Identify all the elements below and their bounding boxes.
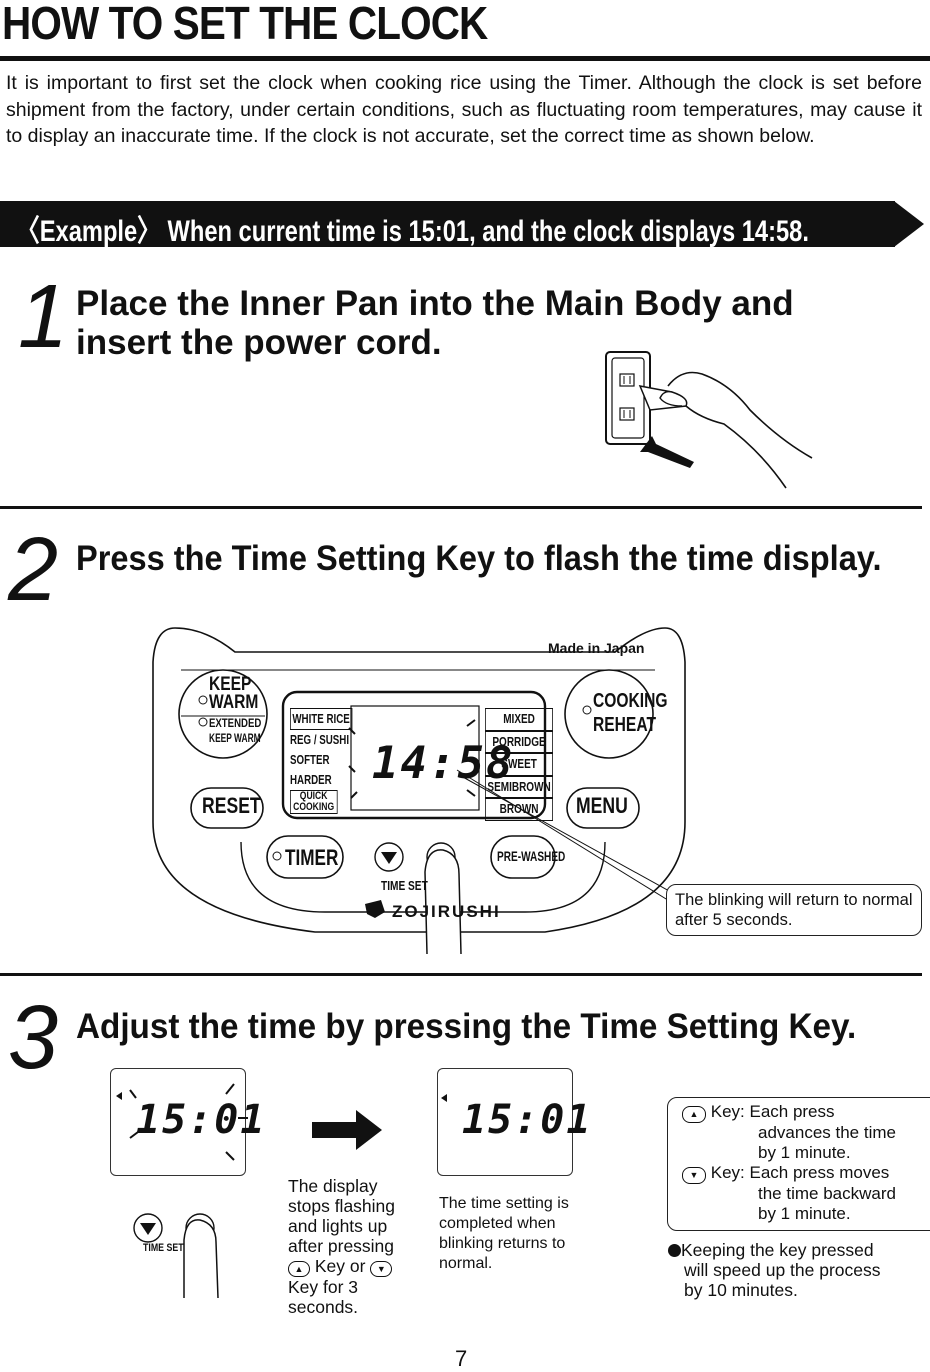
bullet-icon xyxy=(668,1244,681,1257)
title-rule xyxy=(0,56,930,61)
keep-warm-button[interactable]: WARM xyxy=(209,692,259,713)
extended-keep-warm-label: KEEP WARM xyxy=(209,731,261,745)
reheat-label: REHEAT xyxy=(593,714,656,736)
menu-white-rice: WHITE RICE xyxy=(290,708,353,730)
brand-logo: ZOJIRUSHI xyxy=(392,902,501,921)
keeping-note: Keeping the key pressed will speed up th… xyxy=(668,1240,881,1300)
timer-button[interactable]: TIMER xyxy=(285,845,339,870)
step-3-number: 3 xyxy=(8,988,59,1088)
menu-porridge: PORRIDGE xyxy=(485,730,554,753)
step-1-heading-line2: insert the power cord. xyxy=(76,323,442,362)
display-steady xyxy=(437,1068,573,1176)
lcd-time-display: 14:58 xyxy=(372,738,515,789)
plug-illustration xyxy=(605,351,813,489)
step-2-rule xyxy=(0,973,922,976)
time-set-keys xyxy=(133,1213,219,1299)
menu-harder: HARDER xyxy=(290,773,332,787)
step-1-number: 1 xyxy=(18,267,69,367)
menu-mixed: MIXED xyxy=(485,708,554,731)
down-key-icon: ▼ xyxy=(682,1167,706,1184)
display-flashing xyxy=(110,1068,246,1176)
page-title: HOW TO SET THE CLOCK xyxy=(2,0,488,49)
reset-button[interactable]: RESET xyxy=(202,793,261,818)
example-banner xyxy=(0,201,895,247)
display-flashing-time: 15:01 xyxy=(136,1097,267,1143)
blink-callout: The blinking will return to normal after… xyxy=(666,884,922,936)
flash-marks xyxy=(116,1083,248,1161)
step-1-rule xyxy=(0,506,922,509)
menu-reg-sushi: REG / SUSHI xyxy=(290,733,350,747)
menu-button[interactable]: MENU xyxy=(576,793,628,818)
stops-flashing-note: The display stops flashing and lights up… xyxy=(288,1176,396,1317)
example-banner-arrow xyxy=(894,201,924,247)
page-number: 7 xyxy=(455,1346,468,1371)
next-arrow xyxy=(312,1110,382,1150)
step-2-heading: Press the Time Setting Key to flash the … xyxy=(76,539,882,578)
intro-paragraph: It is important to first set the clock w… xyxy=(6,72,922,147)
cooking-button[interactable]: COOKING xyxy=(593,690,668,712)
lcd-menu-right: MIXED PORRIDGE SWEET SEMIBROWN BROWN xyxy=(485,708,554,821)
step-2-number: 2 xyxy=(8,520,59,620)
time-set-key-label: TIME SET xyxy=(143,1242,184,1254)
lcd-menu-left: WHITE RICE REG / SUSHI SOFTER HARDER QUI… xyxy=(290,708,353,816)
up-key-icon: ▲ xyxy=(288,1261,310,1277)
up-key-icon: ▲ xyxy=(682,1106,706,1123)
menu-sweet: SWEET xyxy=(485,753,554,776)
step-3-heading: Adjust the time by pressing the Time Set… xyxy=(76,1007,857,1046)
time-set-label: TIME SET xyxy=(381,878,428,893)
display-steady-time: 15:01 xyxy=(462,1097,593,1143)
menu-softer: SOFTER xyxy=(290,753,330,767)
prewashed-button[interactable]: PRE-WASHED xyxy=(497,848,566,864)
example-text: 〈Example〉 When current time is 15:01, an… xyxy=(16,215,809,248)
key-info-box: ▲ Key: Each press advances the time by 1… xyxy=(667,1097,930,1231)
menu-brown: BROWN xyxy=(485,798,554,821)
menu-semibrown: SEMIBROWN xyxy=(485,775,554,798)
down-key-icon: ▼ xyxy=(370,1261,393,1277)
keep-label: KEEP xyxy=(209,674,252,695)
made-in-label: Made in Japan xyxy=(548,640,645,656)
completed-note: The time setting is completed when blink… xyxy=(439,1195,569,1272)
control-panel xyxy=(152,627,686,955)
step-1-heading-line1: Place the Inner Pan into the Main Body a… xyxy=(76,284,794,323)
extended-label: EXTENDED xyxy=(209,716,262,730)
display-steady-marker xyxy=(441,1094,447,1102)
